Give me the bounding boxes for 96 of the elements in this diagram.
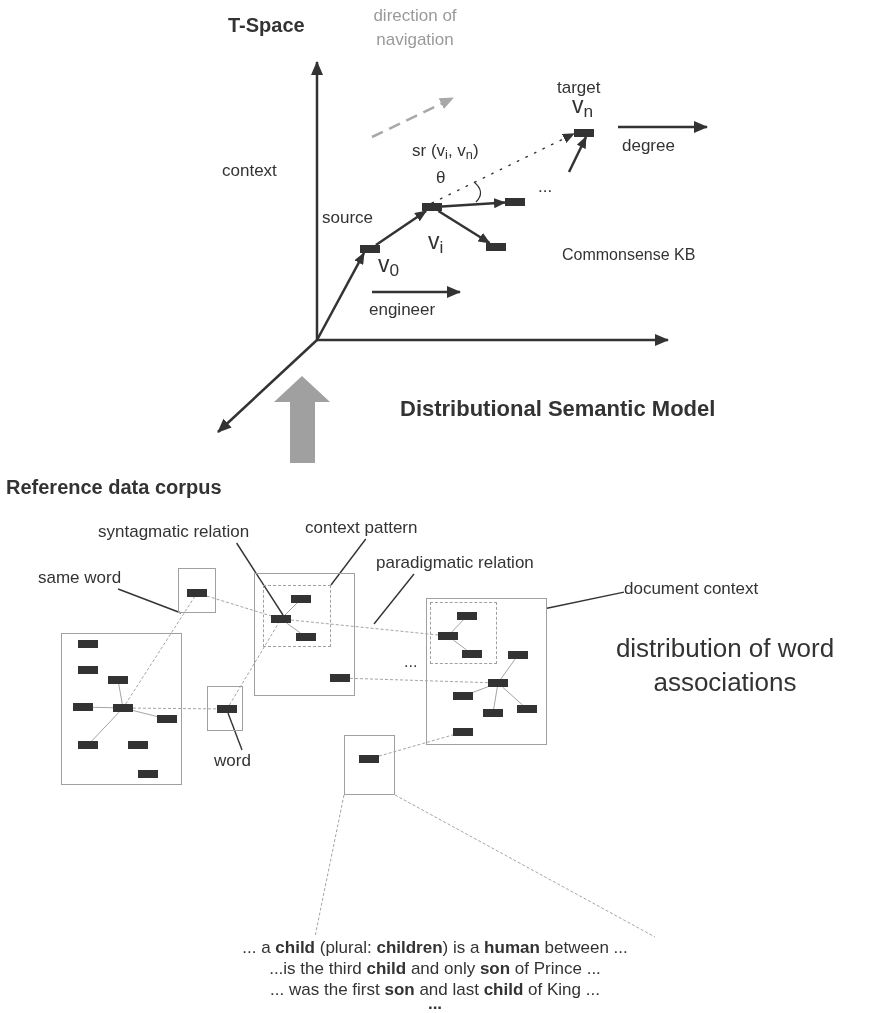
label: distribution of word associations [615,633,835,697]
leader-line [330,538,367,586]
word-bar [217,705,237,713]
word-bar [453,728,473,736]
label: Reference data corpus [6,476,222,498]
word-bar [78,666,98,674]
connector [437,209,491,245]
leader-label: syntagmatic relation [98,521,251,543]
word-bar [486,243,506,251]
label: ... [404,653,418,670]
connector [431,133,575,204]
connector [206,595,272,617]
connector [451,619,464,633]
context-frame [254,573,355,696]
connector [91,711,120,742]
leader-label: word [214,750,252,772]
leader-label: context pattern [305,517,419,539]
excerpt-line: ... [427,1000,443,1008]
excerpt-line: ... was the first son and last child of King ... [270,979,600,1000]
excerpt-line: ...is the third child and only son of Prince ... [269,958,601,979]
word-bar [291,595,311,603]
excerpt-line: ... a child (plural: children) is a human between ... [242,937,628,958]
label: engineer [369,300,436,319]
connector [502,686,523,706]
leader-label: document context [624,578,760,600]
context-frame [207,686,243,731]
connector [500,658,516,680]
edge-label: sr (v$_{i}$, v$_{n}$) [412,141,479,160]
connector [567,136,588,173]
word-bar [113,704,133,712]
label: degree [622,136,675,155]
context-frame [178,568,216,613]
word-bar [508,651,528,659]
connector [378,734,454,757]
word-bar [488,679,508,687]
connector [125,596,195,705]
title: T-Space [228,13,305,38]
word-bar [517,705,537,713]
word-bar [453,692,473,700]
connector [349,677,489,684]
connector [314,794,345,938]
word-bar [73,703,93,711]
leader-label: same word [38,567,123,589]
leader-line [373,573,415,625]
leader-line [546,591,625,609]
word-bar [457,612,477,620]
label: θ [436,168,446,187]
word-bar [462,650,482,658]
node-label: source [322,208,374,227]
label: ... [538,177,553,196]
word-bar [78,741,98,749]
label: context [222,161,277,180]
word-bar [187,589,207,597]
word-bar [108,676,128,684]
context-frame [61,633,182,785]
connector [441,198,506,209]
leader-line [235,542,284,616]
connector [132,710,158,717]
connector [315,252,366,341]
connector [472,686,489,693]
word-bar [128,741,148,749]
node-label: v$_{0}$ [378,251,400,277]
word-bar [483,709,503,717]
label: direction of navigation [373,6,457,49]
connector [375,209,427,247]
word-bar [157,715,177,723]
word-bar [438,632,458,640]
connector [290,619,439,636]
label: Commonsense KB [562,246,696,263]
node-label: v$_{i}$ [428,228,444,254]
connector [118,683,123,705]
connector [92,706,114,709]
word-bar [78,640,98,648]
context-frame [426,598,547,745]
connector [493,686,498,710]
leader-line [227,712,243,751]
dashed-frame [263,585,331,647]
word-bar [296,633,316,641]
leader-label: paradigmatic relation [376,552,535,574]
word-bar [138,770,158,778]
dashed-frame [430,602,497,664]
connector [394,794,656,938]
word-bar [330,674,350,682]
leader-line [117,588,182,614]
word-bar [574,129,594,137]
word-bar [359,755,379,763]
word-bar [271,615,291,623]
word-bar [505,198,525,206]
connector [286,622,301,634]
label: Distributional Semantic Model [400,396,716,421]
connector [228,622,280,706]
word-bar [360,245,380,253]
connector [452,639,468,651]
context-frame [344,735,395,795]
word-bar [422,203,442,211]
connector [132,707,218,710]
